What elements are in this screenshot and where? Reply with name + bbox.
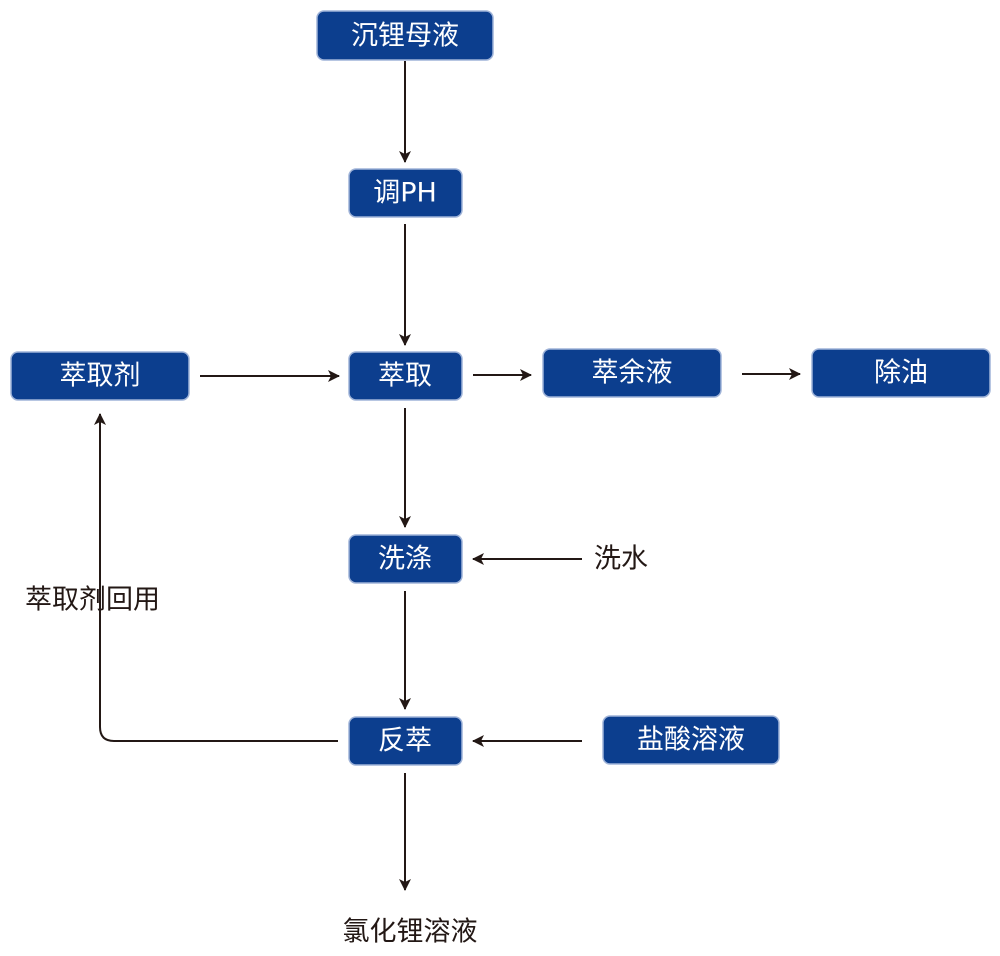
node-extractant-label: 萃取剂 (60, 361, 141, 392)
label-wash-water: 洗水 (594, 544, 648, 575)
node-adjust-ph: 调PH (348, 168, 463, 218)
label-extractant-recycle: 萃取剂回用 (25, 585, 160, 616)
node-washing-label: 洗涤 (378, 544, 432, 575)
node-mother-liquor: 沉锂母液 (316, 10, 494, 61)
node-adjust-ph-label: 调PH (373, 178, 437, 209)
edges (94, 61, 801, 891)
node-stripping: 反萃 (348, 716, 463, 766)
node-oil-removal: 除油 (811, 348, 991, 398)
node-extractant: 萃取剂 (10, 351, 190, 401)
node-extraction-label: 萃取 (378, 361, 432, 392)
label-product: 氯化锂溶液 (343, 917, 478, 948)
node-raffinate-label: 萃余液 (592, 358, 673, 389)
node-mother-liquor-label: 沉锂母液 (351, 21, 459, 52)
node-extraction: 萃取 (348, 351, 463, 401)
node-hcl-solution: 盐酸溶液 (602, 715, 780, 765)
node-stripping-label: 反萃 (378, 726, 432, 757)
node-washing: 洗涤 (348, 534, 463, 584)
node-hcl-solution-label: 盐酸溶液 (637, 725, 745, 756)
arrow-extractant-recycle (94, 413, 338, 742)
node-raffinate: 萃余液 (542, 348, 722, 398)
node-oil-removal-label: 除油 (874, 358, 928, 389)
